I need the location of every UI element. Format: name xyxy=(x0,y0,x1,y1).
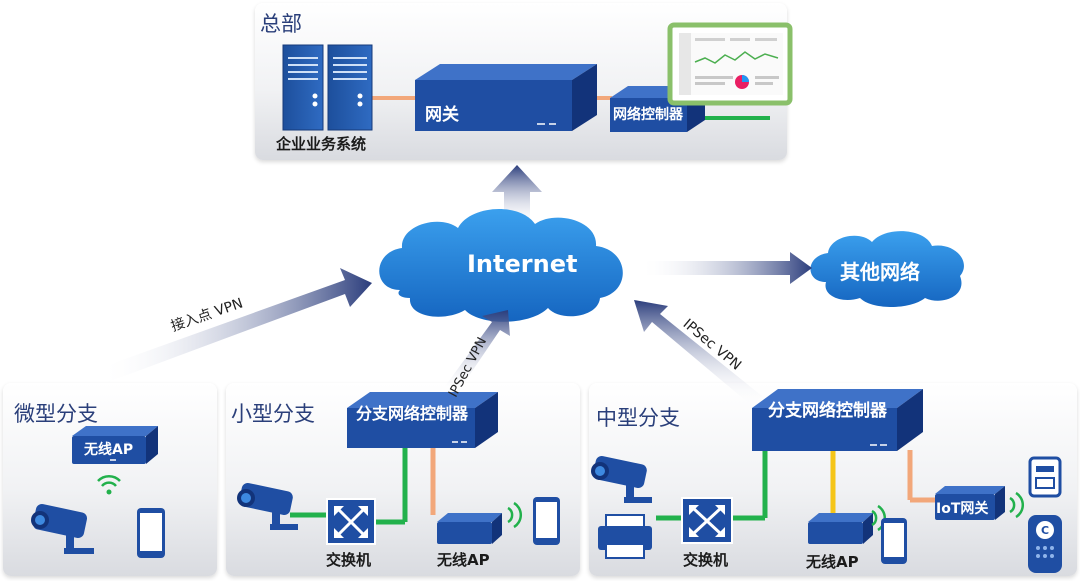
micro-branch-panel xyxy=(3,383,217,576)
medium-ap-label: 无线AP xyxy=(806,553,859,571)
wifi-signal-icon xyxy=(97,474,121,495)
camera-icon xyxy=(237,482,298,530)
small-branch-controller-icon xyxy=(347,392,498,448)
medium-controller-label: 分支网络控制器 xyxy=(768,401,887,421)
small-controller-label: 分支网络控制器 xyxy=(356,404,469,423)
medium-switch-label: 交换机 xyxy=(683,551,729,569)
smart-lock-icon: C xyxy=(1028,515,1062,573)
phone-icon xyxy=(881,518,907,564)
wifi-signal-icon xyxy=(1009,491,1025,519)
ipsec-small-arrow xyxy=(446,310,510,392)
medium-branch-title: 中型分支 xyxy=(596,406,680,430)
monitor-dashboard-icon xyxy=(667,22,793,106)
enterprise-system-label: 企业业务系统 xyxy=(276,135,367,153)
phone-icon xyxy=(137,508,165,558)
network-controller-label: 网络控制器 xyxy=(613,107,683,123)
switch-icon xyxy=(681,497,733,544)
medium-wireless-ap-icon xyxy=(808,513,873,544)
internet-cloud-icon xyxy=(379,209,623,322)
camera-icon xyxy=(31,503,94,554)
micro-ap-label: 无线AP xyxy=(84,442,134,458)
server-rack-icon xyxy=(282,44,373,131)
svg-text:C: C xyxy=(1041,524,1049,537)
internet-label: Internet xyxy=(467,250,578,278)
camera-icon xyxy=(591,455,652,503)
micro-branch-title: 微型分支 xyxy=(14,402,98,426)
other-network-label: 其他网络 xyxy=(840,260,920,284)
phone-icon xyxy=(533,497,560,545)
medium-branch-controller-icon xyxy=(752,389,923,451)
iot-gateway-icon xyxy=(935,486,1005,520)
small-wireless-ap-icon xyxy=(437,513,502,544)
switch-icon xyxy=(326,498,376,545)
printer-icon xyxy=(598,514,652,559)
gateway-label: 网关 xyxy=(425,105,459,125)
wifi-signal-icon xyxy=(507,501,523,529)
gateway-icon xyxy=(415,64,597,131)
hq-title: 总部 xyxy=(260,12,302,36)
iot-sensor-icon xyxy=(1028,456,1062,498)
other-network-cloud-icon xyxy=(810,231,964,307)
arrow-to-other-network xyxy=(640,252,812,284)
iot-gateway-label: IoT网关 xyxy=(936,501,989,517)
wifi-signal-icon xyxy=(871,504,887,532)
small-switch-label: 交换机 xyxy=(326,551,372,569)
small-ap-label: 无线AP xyxy=(437,551,490,569)
ipsec-medium-arrow xyxy=(634,300,762,406)
small-branch-title: 小型分支 xyxy=(231,402,315,426)
micro-branch-ap-icon xyxy=(72,426,158,464)
access-vpn-arrow xyxy=(100,268,372,382)
